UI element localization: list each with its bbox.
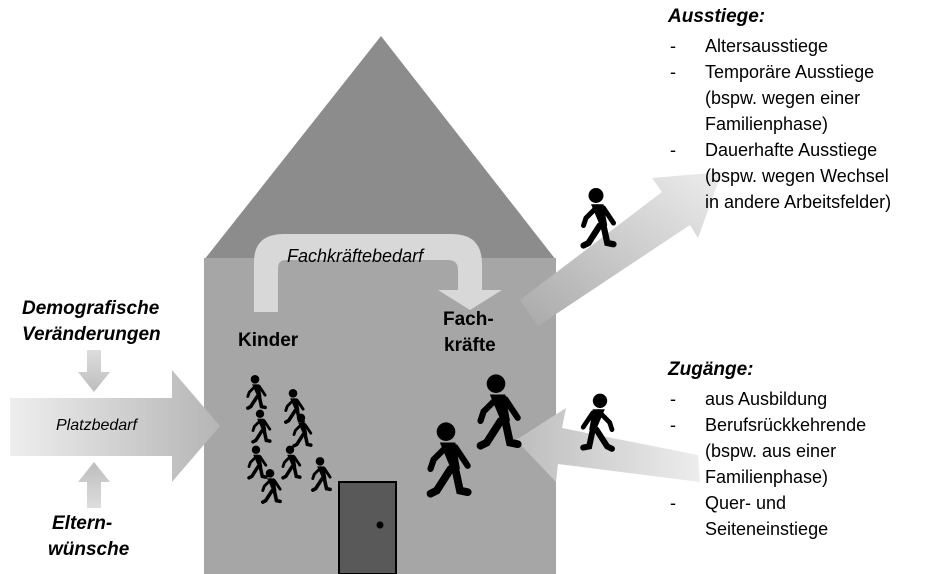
ausstiege-item-line: Altersausstiege [705,36,829,56]
fachkraefte-label-2: kräfte [444,335,496,356]
demografische-label-2: Veränderungen [22,324,161,345]
kinder-label: Kinder [238,330,299,351]
zugaenge-item: - Berufsrückkehrende (bspw. aus einer Fa… [668,412,866,490]
ausstiege-item-line: (bspw. wegen einer [705,88,861,108]
ausstiege-item: - Temporäre Ausstiege (bspw. wegen einer… [668,59,891,137]
house-roof [204,36,556,260]
zugaenge-item: - Quer- und Seiteneinstiege [668,490,866,542]
zugaenge-item-line: Berufsrückkehrende [705,415,867,435]
ausstiege-item-line: Familienphase) [705,114,829,134]
zugaenge-item-line: Seiteneinstiege [705,519,829,539]
ausstiege-item-line: in andere Arbeitsfelder) [705,192,892,212]
figure-leaving [584,188,614,246]
zugaenge-item-line: Quer- und [705,493,787,513]
ausstiege-item: - Dauerhafte Ausstiege (bspw. wegen Wech… [668,137,891,215]
demografische-label-1: Demografische [22,298,160,319]
fachkraeftebedarf-arrow [254,234,502,312]
zugaenge-item-line: aus Ausbildung [705,389,828,409]
ausstiege-arrow [520,172,722,326]
zugaenge-list: - aus Ausbildung - Berufsrückkehrende (b… [668,386,866,542]
eltern-small-arrow [78,462,110,508]
ausstiege-list: - Altersausstiege - Temporäre Ausstiege … [668,33,891,215]
eltern-label-2: wünsche [48,539,130,560]
ausstiege-item: - Altersausstiege [668,33,891,59]
ausstiege-item-line: Dauerhafte Ausstiege [705,140,878,160]
fachkraefte-label-1: Fach- [443,309,494,330]
door-knob [376,521,384,529]
fachkraeftebedarf-label: Fachkräftebedarf [287,246,424,266]
zugaenge-item-line: (bspw. aus einer [705,441,837,461]
ausstiege-item-line: (bspw. wegen Wechsel [705,166,889,186]
eltern-label-1: Eltern- [52,513,113,534]
zugaenge-item: - aus Ausbildung [668,386,866,412]
ausstiege-item-line: Temporäre Ausstiege [705,62,875,82]
platzbedarf-label: Platzbedarf [56,417,137,434]
platzbedarf-arrow [10,370,220,482]
ausstiege-title: Ausstiege: [668,6,766,27]
demografie-small-arrow [78,350,110,392]
zugaenge-item-line: Familienphase) [705,467,829,487]
zugaenge-title: Zugänge: [668,359,754,380]
house-door [338,481,397,574]
